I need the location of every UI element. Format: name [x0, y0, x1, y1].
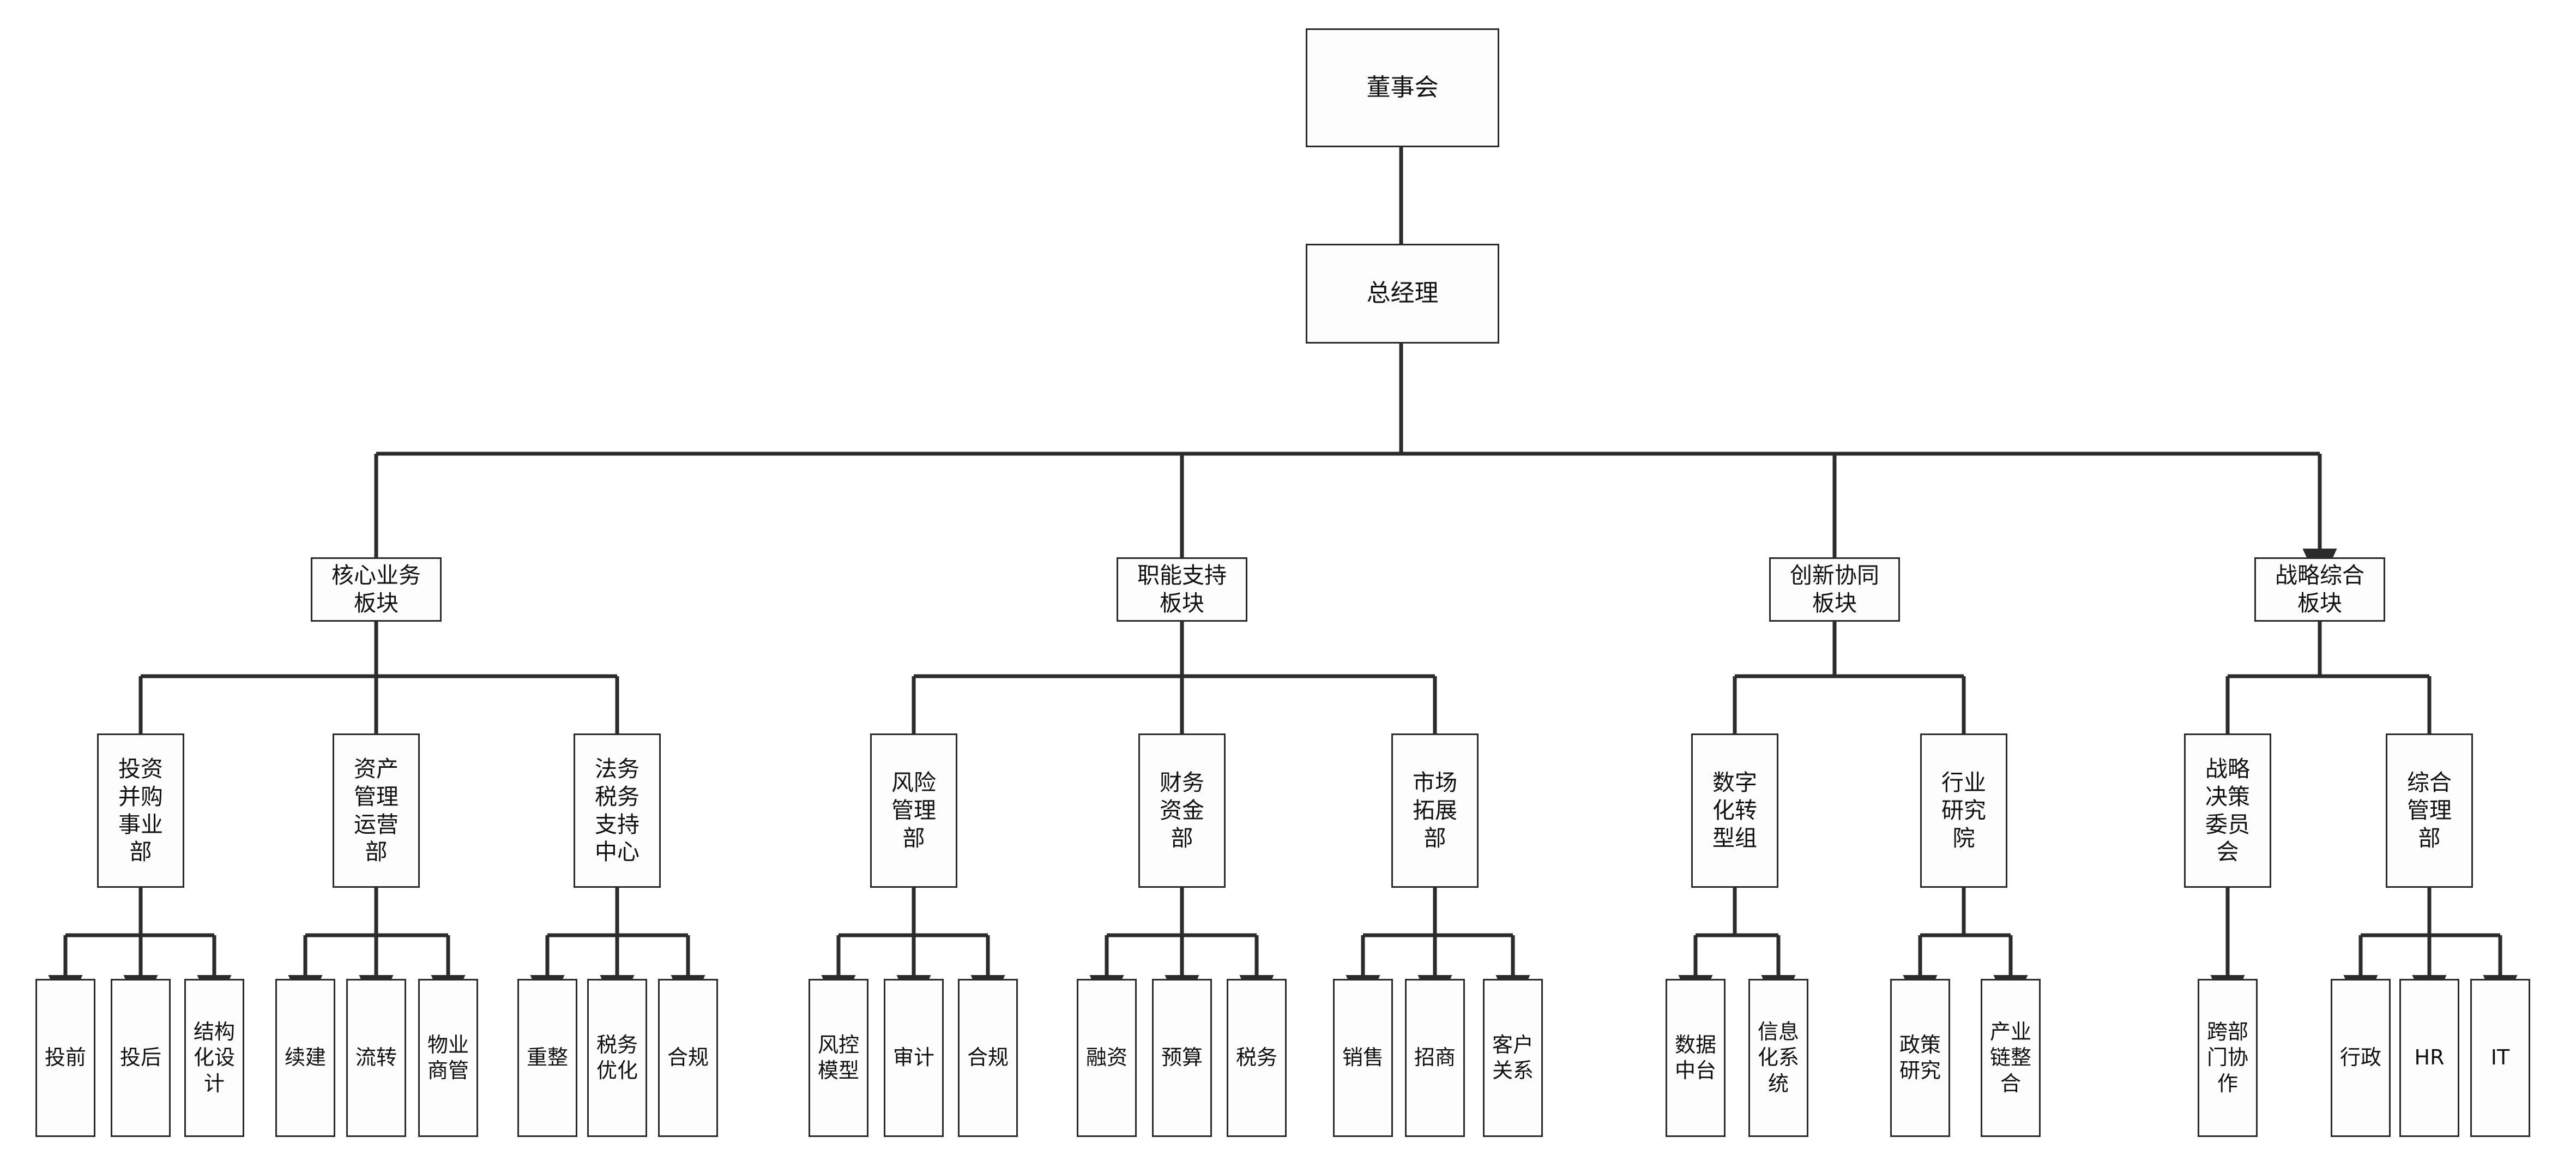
node-structured-design-label: 结构 化设 计 [193, 1020, 235, 1096]
node-strategic-comprehensive-segment-label: 战略综合 板块 [2275, 562, 2364, 616]
node-cross-department-collaboration[interactable]: 跨部 门协 作 [2198, 979, 2258, 1137]
node-market-development-dept-label: 市场 拓展 部 [1413, 769, 1457, 851]
node-risk-management-dept-label: 风险 管理 部 [891, 769, 936, 851]
node-information-system[interactable]: 信息 化系 统 [1748, 979, 1808, 1137]
node-information-system-label: 信息 化系 统 [1757, 1020, 1799, 1096]
node-strategic-decision-committee[interactable]: 战略 决策 委员 会 [2184, 733, 2271, 888]
node-sales[interactable]: 销售 [1333, 979, 1393, 1137]
node-restructuring[interactable]: 重整 [517, 979, 577, 1137]
node-compliance-risk-label: 合规 [967, 1045, 1009, 1070]
node-finance-treasury-dept[interactable]: 财务 资金 部 [1138, 733, 1226, 888]
node-general-manager[interactable]: 总经理 [1306, 244, 1499, 344]
node-finance-treasury-dept-label: 财务 资金 部 [1160, 769, 1204, 851]
node-innovation-collaboration-segment-label: 创新协同 板块 [1790, 562, 1879, 616]
node-tax-optimization[interactable]: 税务 优化 [587, 979, 647, 1137]
node-sales-label: 销售 [1342, 1045, 1384, 1070]
node-pre-investment[interactable]: 投前 [35, 979, 95, 1137]
node-data-middle-platform-label: 数据 中台 [1674, 1032, 1716, 1082]
node-taxation[interactable]: 税务 [1227, 979, 1287, 1137]
node-administration[interactable]: 行政 [2331, 979, 2391, 1137]
node-investment-promotion-label: 招商 [1414, 1045, 1456, 1070]
node-pre-investment-label: 投前 [44, 1045, 86, 1070]
node-asset-circulation[interactable]: 流转 [346, 979, 406, 1137]
node-customer-relations[interactable]: 客户 关系 [1483, 979, 1543, 1137]
node-strategic-comprehensive-segment[interactable]: 战略综合 板块 [2254, 557, 2385, 622]
node-industry-research-institute-label: 行业 研究 院 [1941, 769, 1986, 851]
node-policy-research[interactable]: 政策 研究 [1890, 979, 1950, 1137]
node-financing-label: 融资 [1085, 1045, 1127, 1070]
node-compliance-legal[interactable]: 合规 [658, 979, 718, 1137]
node-core-business-segment-label: 核心业务 板块 [331, 562, 421, 616]
node-administration-label: 行政 [2339, 1045, 2381, 1070]
node-asset-circulation-label: 流转 [355, 1045, 397, 1070]
node-it-label: IT [2490, 1045, 2510, 1070]
node-restructuring-label: 重整 [526, 1045, 568, 1070]
node-continued-construction-label: 续建 [284, 1045, 326, 1070]
node-audit-label: 审计 [892, 1045, 934, 1070]
node-data-middle-platform[interactable]: 数据 中台 [1666, 979, 1726, 1137]
node-legal-tax-support-center-label: 法务 税务 支持 中心 [595, 755, 640, 865]
node-investment-promotion[interactable]: 招商 [1405, 979, 1465, 1137]
node-audit[interactable]: 审计 [884, 979, 944, 1137]
node-continued-construction[interactable]: 续建 [275, 979, 335, 1137]
node-asset-management-operations-dept-label: 资产 管理 运营 部 [354, 755, 399, 865]
node-strategic-decision-committee-label: 战略 决策 委员 会 [2205, 755, 2250, 865]
node-compliance-risk[interactable]: 合规 [958, 979, 1018, 1137]
node-property-commercial-management-label: 物业 商管 [427, 1032, 469, 1082]
node-general-management-dept-label: 综合 管理 部 [2407, 769, 2452, 851]
node-legal-tax-support-center[interactable]: 法务 税务 支持 中心 [574, 733, 661, 888]
node-board-label: 董事会 [1366, 73, 1439, 101]
node-digital-transformation-group-label: 数字 化转 型组 [1712, 769, 1757, 851]
node-risk-control-model-label: 风控 模型 [817, 1032, 859, 1082]
node-it[interactable]: IT [2470, 979, 2530, 1137]
node-industrial-chain-integration-label: 产业 链整 合 [1989, 1020, 2031, 1096]
node-investment-ma-division[interactable]: 投资 并购 事业 部 [97, 733, 184, 888]
node-taxation-label: 税务 [1235, 1045, 1277, 1070]
node-budget-label: 预算 [1161, 1045, 1203, 1070]
node-functional-support-segment[interactable]: 职能支持 板块 [1117, 557, 1247, 622]
node-market-development-dept[interactable]: 市场 拓展 部 [1391, 733, 1479, 888]
node-hr-label: HR [2414, 1045, 2445, 1070]
node-investment-ma-division-label: 投资 并购 事业 部 [118, 755, 163, 865]
node-digital-transformation-group[interactable]: 数字 化转 型组 [1691, 733, 1778, 888]
node-industrial-chain-integration[interactable]: 产业 链整 合 [1981, 979, 2041, 1137]
node-policy-research-label: 政策 研究 [1899, 1032, 1941, 1082]
node-innovation-collaboration-segment[interactable]: 创新协同 板块 [1769, 557, 1900, 622]
node-asset-management-operations-dept[interactable]: 资产 管理 运营 部 [333, 733, 420, 888]
node-risk-management-dept[interactable]: 风险 管理 部 [870, 733, 957, 888]
node-customer-relations-label: 客户 关系 [1492, 1032, 1534, 1082]
node-industry-research-institute[interactable]: 行业 研究 院 [1920, 733, 2007, 888]
node-general-manager-label: 总经理 [1366, 279, 1439, 308]
node-financing[interactable]: 融资 [1077, 979, 1137, 1137]
node-property-commercial-management[interactable]: 物业 商管 [418, 979, 478, 1137]
node-core-business-segment[interactable]: 核心业务 板块 [311, 557, 442, 622]
node-hr[interactable]: HR [2399, 979, 2459, 1137]
node-compliance-legal-label: 合规 [667, 1045, 709, 1070]
node-board[interactable]: 董事会 [1306, 28, 1499, 147]
node-cross-department-collaboration-label: 跨部 门协 作 [2206, 1020, 2248, 1096]
node-structured-design[interactable]: 结构 化设 计 [184, 979, 244, 1137]
node-tax-optimization-label: 税务 优化 [596, 1032, 638, 1082]
node-budget[interactable]: 预算 [1152, 979, 1212, 1137]
node-risk-control-model[interactable]: 风控 模型 [809, 979, 868, 1137]
node-post-investment-label: 投后 [119, 1045, 161, 1070]
node-post-investment[interactable]: 投后 [111, 979, 171, 1137]
node-functional-support-segment-label: 职能支持 板块 [1137, 562, 1227, 616]
node-general-management-dept[interactable]: 综合 管理 部 [2386, 733, 2473, 888]
